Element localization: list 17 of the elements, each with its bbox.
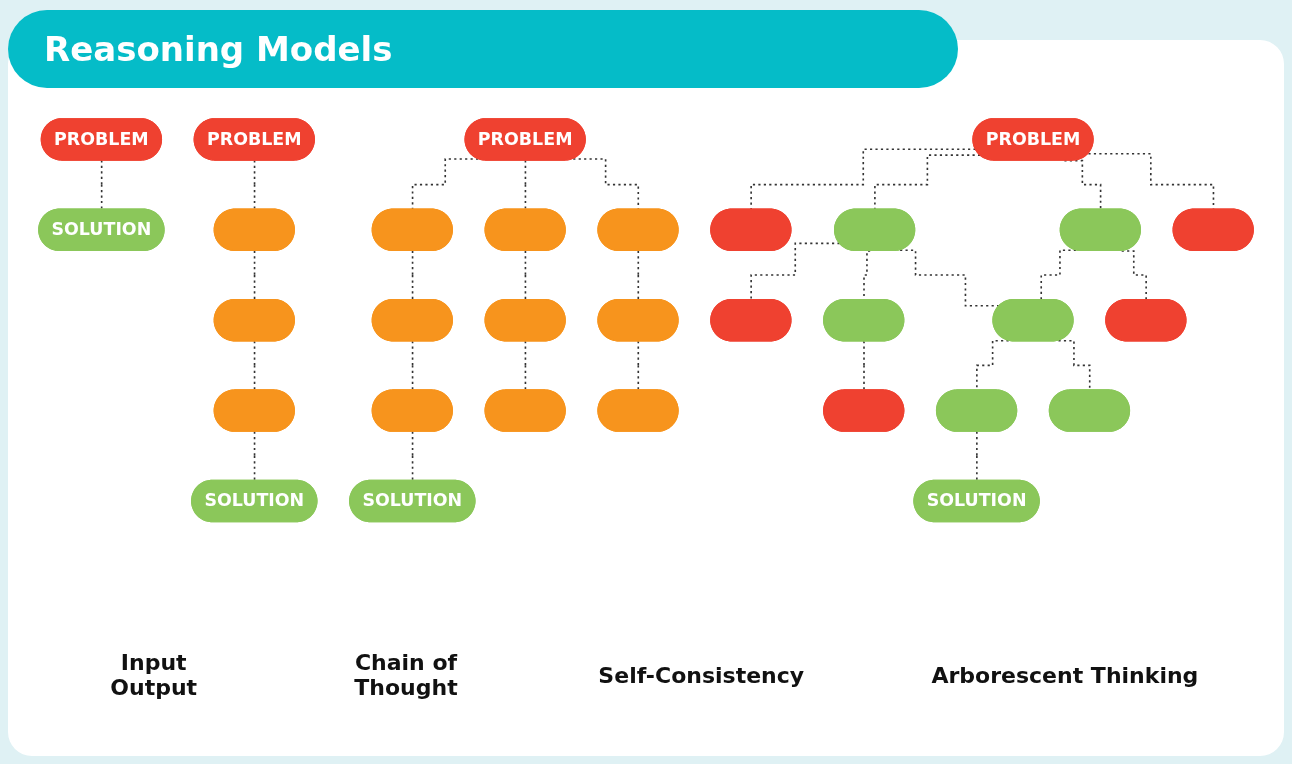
connector bbox=[411, 250, 414, 301]
connector bbox=[253, 431, 256, 482]
panel-caption: Chain of Thought bbox=[353, 650, 459, 700]
panel-caption: Self-Consistency bbox=[598, 662, 805, 688]
connector bbox=[524, 159, 527, 211]
connector bbox=[524, 250, 527, 301]
connector bbox=[1037, 249, 1077, 301]
panel-caption: Input Output bbox=[109, 650, 199, 700]
connector bbox=[750, 242, 841, 301]
title-banner: Reasoning Models bbox=[8, 10, 958, 88]
panel-caption: Arborescent Thinking bbox=[931, 662, 1199, 688]
connector bbox=[411, 431, 414, 482]
connector bbox=[253, 159, 256, 211]
connector bbox=[100, 159, 103, 211]
connector bbox=[253, 250, 256, 301]
connector bbox=[976, 431, 978, 482]
connector bbox=[637, 250, 640, 301]
